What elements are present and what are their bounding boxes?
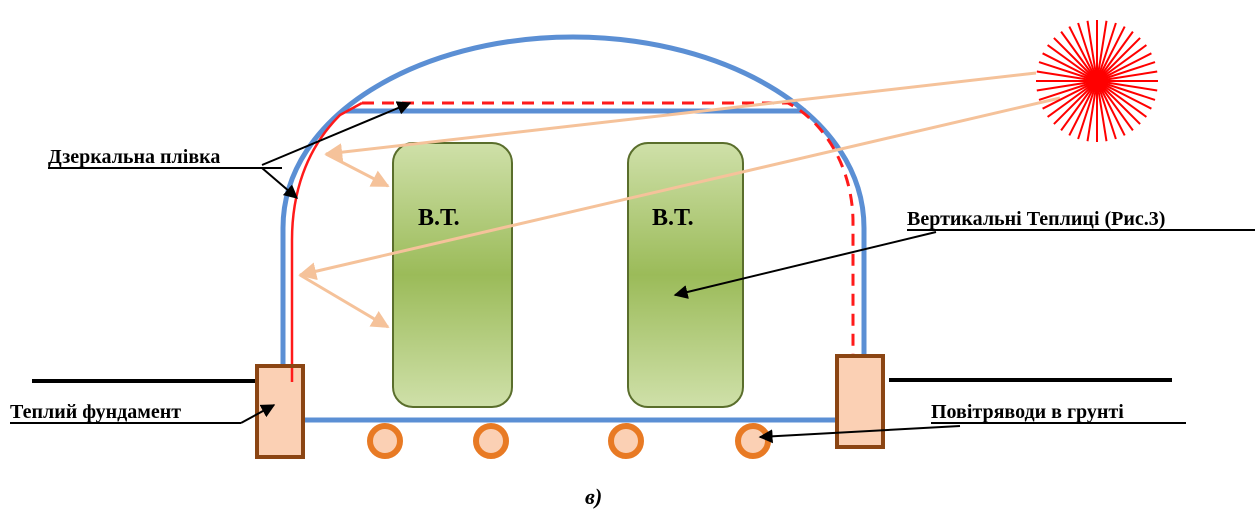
sun-ray (1086, 20, 1098, 82)
sun-ray (1068, 80, 1098, 136)
sun-ray (1096, 70, 1158, 82)
sun-ray (1096, 61, 1156, 82)
sun-ray (1096, 80, 1152, 110)
sun-ray (1096, 80, 1126, 136)
mirror-film-pointer-top (261, 101, 412, 166)
vertical-greenhouse-2 (627, 142, 744, 408)
sun-ray (1060, 80, 1098, 131)
sun-ray (1096, 20, 1108, 82)
sun-ray (1096, 80, 1108, 142)
greenhouse-2-label: В.Т. (652, 205, 694, 231)
sun-ray (1038, 61, 1098, 82)
sun-ray (1042, 80, 1098, 110)
sun-ray (1077, 80, 1098, 140)
sun-ray (1096, 52, 1152, 82)
warm-foundation-pointer (240, 404, 276, 424)
sun-ray (1096, 44, 1147, 82)
air-ducts-label: Повітряводи в грунті (931, 401, 1124, 423)
sun-ray (1096, 31, 1134, 82)
sun-ray (1096, 80, 1147, 118)
air-duct-icon (735, 423, 771, 459)
sun-ray (1077, 22, 1098, 82)
sun-ray (1053, 37, 1098, 82)
mirror-film-label: Дзеркальна плівка (48, 146, 220, 168)
air-duct-icon (367, 423, 403, 459)
sun-ray (1096, 80, 1156, 101)
sun-ray (1096, 37, 1141, 82)
sun-ray (1096, 80, 1134, 131)
sun-icon (1036, 20, 1158, 142)
sun-ray (1096, 26, 1126, 82)
sun-ray (1042, 52, 1098, 82)
figure-caption: в) (585, 484, 602, 509)
greenhouse-1-label: В.Т. (418, 205, 460, 231)
sun-ray (1096, 80, 1141, 125)
sun-rays (298, 71, 1061, 329)
sun-ray (1036, 80, 1098, 92)
sun-ray (1038, 80, 1098, 101)
sun-ray (1047, 80, 1098, 118)
sun-ray (1086, 80, 1098, 142)
air-duct-icon (608, 423, 644, 459)
air-duct-icon (473, 423, 509, 459)
sun-ray (1068, 26, 1098, 82)
mirror-film-pointer-left (261, 167, 299, 199)
vertical-greenhouses-label: Вертикальні Теплиці (Рис.3) (907, 208, 1165, 230)
sun-ray (1096, 22, 1117, 82)
mirror-film-left (290, 101, 363, 382)
air-ducts-pointer (758, 425, 961, 444)
sun-ray (1053, 80, 1098, 125)
warm-foundation-label: Теплий фундамент (10, 401, 181, 423)
sun-ray (1096, 80, 1117, 140)
sun-ray (1036, 70, 1098, 82)
vertical-greenhouses-pointer (673, 231, 937, 299)
sun-ray (1096, 80, 1158, 92)
sun-ray (1060, 31, 1098, 82)
sun-ray (1047, 44, 1098, 82)
vertical-greenhouse-1 (392, 142, 513, 408)
greenhouse-shell (280, 34, 867, 368)
